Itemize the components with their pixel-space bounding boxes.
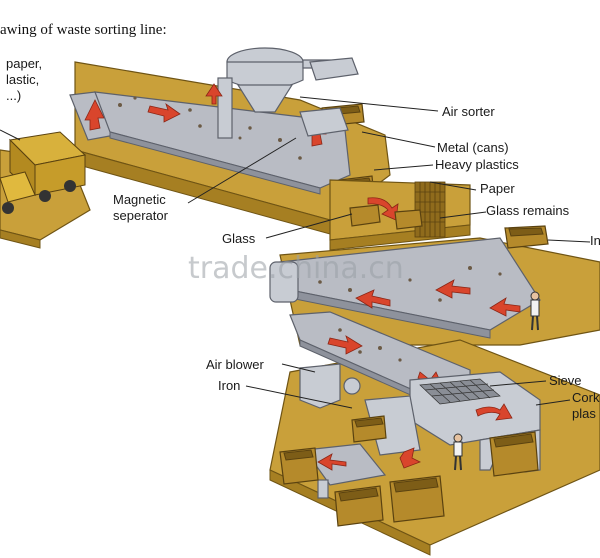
label-iron: Iron — [218, 378, 240, 393]
label-glass-remains: Glass remains — [486, 203, 570, 218]
iron-bin — [351, 415, 387, 443]
label-air-blower: Air blower — [206, 357, 264, 372]
label-metal-cans: Metal (cans) — [437, 140, 509, 155]
return-conveyor — [269, 225, 549, 339]
label-paper: Paper — [480, 181, 515, 196]
worker-figure-lower — [453, 433, 463, 471]
watermark-text: trade.china.cn — [188, 251, 404, 286]
magnetic-separator — [299, 107, 349, 137]
middle-platform — [329, 179, 471, 251]
air-sorter-machine — [205, 47, 359, 139]
label-magnetic-separator: Magnetic seperator — [113, 192, 169, 223]
label-in-edge: In — [590, 233, 600, 248]
label-heavy-plastics: Heavy plastics — [435, 157, 519, 172]
glass-fine-bin — [279, 447, 319, 485]
label-glass: Glass — [222, 231, 256, 246]
leader-lines — [0, 96, 591, 409]
worker-figure-upper — [530, 291, 540, 331]
bottom-conveyor — [303, 443, 387, 499]
diagram-title: awing of waste sorting line: — [0, 22, 167, 38]
label-input-materials: paper, lastic, ...) — [6, 56, 46, 103]
cork-bin — [489, 431, 539, 477]
label-air-sorter: Air sorter — [442, 104, 495, 119]
label-sieve: Sieve — [549, 373, 582, 388]
bottom-bin-right — [389, 475, 445, 523]
label-cork-plastics: Cork plas — [572, 390, 600, 421]
bottom-bin-left — [334, 485, 384, 527]
air-blower-machine — [299, 363, 361, 409]
truck-illustration — [0, 131, 91, 249]
